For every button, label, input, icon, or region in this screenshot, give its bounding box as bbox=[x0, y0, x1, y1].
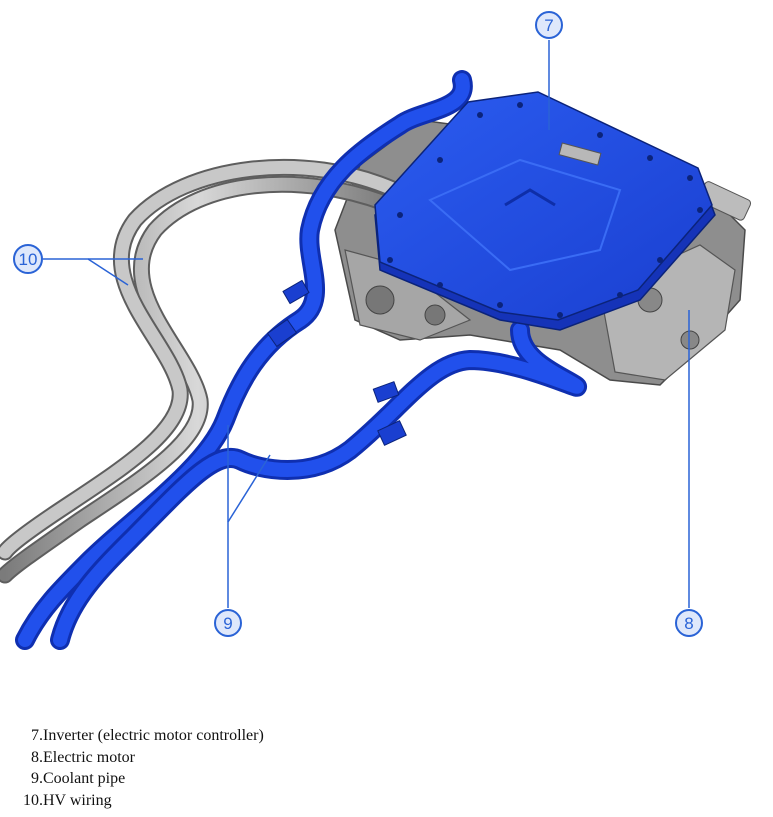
legend-item-coolant-pipe: 9. Coolant pipe bbox=[16, 768, 264, 790]
legend-number: 9. bbox=[31, 770, 43, 787]
inverter bbox=[374, 91, 716, 331]
callout-9-label: 9 bbox=[223, 614, 232, 633]
legend-number: 8. bbox=[31, 748, 43, 766]
callout-7-label: 7 bbox=[544, 16, 553, 35]
legend-text: Inverter (electric motor controller) bbox=[43, 727, 264, 744]
callout-8: 8 bbox=[675, 310, 703, 637]
legend-item-hv-wiring: 10. HV wiring bbox=[16, 790, 264, 812]
coolant-pipes bbox=[15, 70, 588, 650]
callout-10: 10 bbox=[13, 244, 143, 286]
legend-text: HV wiring bbox=[43, 791, 112, 809]
legend-item-electric-motor: 8. Electric motor bbox=[16, 747, 264, 769]
legend-item-inverter: 7. Inverter (electric motor controller) bbox=[16, 725, 264, 747]
callout-10-label: 10 bbox=[19, 250, 38, 269]
legend-text: Electric motor bbox=[43, 748, 135, 766]
hv-wiring bbox=[0, 158, 404, 584]
callout-9: 9 bbox=[214, 425, 271, 637]
callout-7: 7 bbox=[535, 11, 563, 130]
parts-legend: 7. Inverter (electric motor controller) … bbox=[16, 725, 264, 811]
legend-number: 7. bbox=[31, 727, 43, 744]
callout-8-label: 8 bbox=[684, 614, 693, 633]
legend-text: Coolant pipe bbox=[43, 770, 126, 787]
powertrain-diagram: 7 8 9 10 bbox=[0, 11, 752, 650]
legend-number: 10. bbox=[23, 791, 43, 809]
